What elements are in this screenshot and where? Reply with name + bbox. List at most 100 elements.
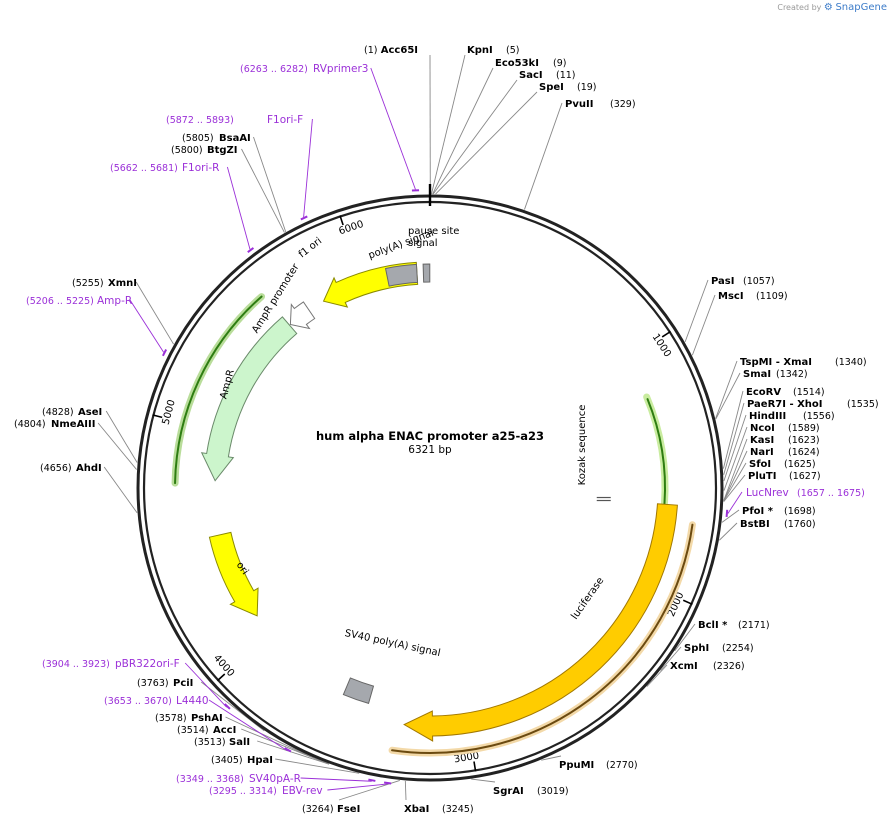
site-position-kpni: (5) bbox=[506, 45, 519, 56]
site-leader-nari bbox=[723, 450, 748, 501]
site-position-bcli: (2171) bbox=[738, 620, 770, 631]
site-name-sgrai: SgrAI bbox=[493, 786, 524, 797]
credit-prefix: Created by bbox=[777, 3, 822, 12]
site-leader-pcii bbox=[200, 681, 265, 732]
site-leader-ahdi bbox=[103, 466, 138, 514]
site-leader-msci bbox=[691, 294, 716, 356]
primer-mark-amp-r bbox=[162, 349, 168, 357]
site-name-nari: NarI bbox=[750, 447, 774, 458]
site-name-sphi: SphI bbox=[684, 643, 709, 654]
site-position-btgzi: (5800) bbox=[171, 145, 203, 156]
site-leader-ecorv bbox=[722, 390, 744, 469]
primer-name-f1ori-r: F1ori-R bbox=[182, 162, 219, 174]
site-name-bstbi: BstBI bbox=[740, 519, 770, 530]
site-position-hindiii: (1556) bbox=[803, 411, 835, 422]
plasmid-size: 6321 bp bbox=[408, 444, 452, 456]
primer-marks bbox=[129, 67, 743, 791]
site-position-tspmi-xmai: (1340) bbox=[835, 357, 867, 368]
site-leader-asei bbox=[105, 410, 138, 463]
site-leader-sgrai bbox=[471, 778, 496, 783]
site-name-fsei: FseI bbox=[337, 804, 360, 815]
feature-ampr bbox=[200, 316, 298, 482]
site-leader-pluti bbox=[723, 474, 746, 502]
site-position-sphi: (2254) bbox=[722, 643, 754, 654]
site-name-asei: AseI bbox=[78, 407, 102, 418]
feature-sv40-poly-a-signal bbox=[342, 677, 375, 705]
site-leader-xbai bbox=[404, 780, 407, 801]
site-position-acci: (3514) bbox=[177, 725, 209, 736]
site-leader-smai bbox=[715, 372, 741, 420]
primer-name-pbr322ori-f: pBR322ori-F bbox=[115, 658, 180, 670]
primer-range-sv40pa-r: (3349 .. 3368) bbox=[176, 774, 244, 785]
site-name-sali: SalI bbox=[229, 737, 250, 748]
primer-range-l4440: (3653 .. 3670) bbox=[104, 696, 172, 707]
feature-label-luciferase: luciferase bbox=[569, 575, 606, 621]
site-position-xmni: (5255) bbox=[72, 278, 104, 289]
site-position-smai: (1342) bbox=[776, 369, 808, 380]
orf-luciferase-line bbox=[391, 523, 694, 754]
tick-mark-3000 bbox=[473, 761, 477, 772]
site-position-pfoi: (1698) bbox=[784, 506, 816, 517]
primer-range-f1ori-r: (5662 .. 5681) bbox=[110, 163, 178, 174]
site-name-pfoi: PfoI * bbox=[742, 506, 774, 517]
site-name-acc65i: Acc65I bbox=[381, 45, 418, 56]
site-leader-ppumi bbox=[541, 755, 562, 761]
site-name-xmni: XmnI bbox=[108, 278, 137, 289]
site-leader-hpai bbox=[275, 758, 360, 774]
site-position-bstbi: (1760) bbox=[784, 519, 816, 530]
primer-mark-sv40pa-r bbox=[368, 778, 376, 782]
primer-name-l4440: L4440 bbox=[176, 695, 209, 707]
site-leader-sali bbox=[257, 740, 330, 765]
site-position-sfoi: (1625) bbox=[784, 459, 816, 470]
primer-name-lucnrev: LucNrev bbox=[746, 487, 789, 499]
tick-mark-1000 bbox=[661, 330, 672, 338]
tick-label-1000: 1000 bbox=[650, 332, 673, 359]
primer-name-ebv-rev: EBV-rev bbox=[282, 785, 323, 797]
site-name-ncoi: NcoI bbox=[750, 423, 775, 434]
site-name-smai: SmaI bbox=[743, 369, 771, 380]
site-name-saci: SacI bbox=[519, 70, 543, 81]
site-leader-kasi bbox=[723, 438, 748, 501]
backbone-outer-circle bbox=[136, 194, 724, 782]
feature-arrows bbox=[171, 261, 696, 757]
site-position-bsaai: (5805) bbox=[182, 133, 214, 144]
site-leader-pvuii bbox=[524, 102, 563, 210]
feature-ampr-promoter bbox=[289, 301, 316, 330]
site-name-acci: AccI bbox=[213, 725, 236, 736]
site-position-eco53ki: (9) bbox=[553, 58, 566, 69]
site-position-paer7i-xhoi: (1535) bbox=[847, 399, 879, 410]
primer-leader-pbr322ori-f bbox=[184, 662, 227, 708]
feature-poly-a-signal bbox=[422, 263, 431, 283]
primer-range-amp-r: (5206 .. 5225) bbox=[26, 296, 94, 307]
primer-range-rvprimer3: (6263 .. 6282) bbox=[240, 64, 308, 75]
primer-mark-pbr322ori-f bbox=[224, 703, 231, 710]
tick-mark-4000 bbox=[216, 673, 226, 682]
primer-leader-ebv-rev bbox=[327, 783, 388, 791]
site-name-kpni: KpnI bbox=[467, 45, 493, 56]
site-name-kasi: KasI bbox=[750, 435, 774, 446]
site-position-ahdi: (4656) bbox=[40, 463, 72, 474]
site-position-nari: (1624) bbox=[788, 447, 820, 458]
pause-signal-line: signal bbox=[408, 238, 438, 249]
primer-name-f1ori-f: F1ori-F bbox=[267, 114, 303, 126]
site-position-pasi: (1057) bbox=[743, 276, 775, 287]
site-name-pcii: PciI bbox=[173, 678, 193, 689]
site-position-nmeaiii: (4804) bbox=[14, 419, 46, 430]
site-name-ppumi: PpuMI bbox=[559, 760, 594, 771]
feature-ori bbox=[208, 531, 259, 617]
site-leader-saci bbox=[432, 79, 518, 195]
site-leader-hindiii bbox=[723, 414, 747, 482]
primer-leader-l4440 bbox=[208, 699, 288, 752]
site-position-ncoi: (1589) bbox=[788, 423, 820, 434]
primer-range-lucnrev: (1657 .. 1675) bbox=[797, 488, 865, 499]
primer-name-amp-r: Amp-R bbox=[97, 295, 132, 307]
site-leader-eco53ki bbox=[432, 67, 494, 195]
site-position-sali: (3513) bbox=[194, 737, 226, 748]
site-position-msci: (1109) bbox=[756, 291, 788, 302]
primer-leader-amp-r bbox=[129, 299, 164, 353]
site-position-ecorv: (1514) bbox=[793, 387, 825, 398]
site-name-pluti: PluTI bbox=[748, 471, 776, 482]
